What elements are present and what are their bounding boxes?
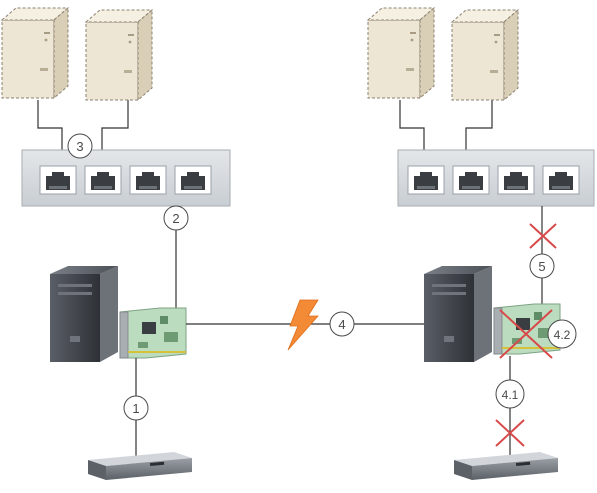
callout-3: 3: [67, 133, 93, 159]
ethernet-switch-icon: [397, 149, 595, 207]
callout-4-1: 4.1: [495, 379, 525, 409]
beige-server-tower-icon: [451, 9, 519, 101]
callout-1-label: 1: [132, 401, 139, 416]
beige-server-tower-icon: [367, 7, 435, 99]
computer-tower-icon: [424, 266, 492, 362]
callout-1: 1: [123, 395, 149, 421]
red-x-icon: [495, 419, 525, 447]
server-cable-left-2: [101, 100, 129, 168]
callout-5-label: 5: [538, 259, 545, 274]
storage-device-icon: [454, 452, 558, 480]
network-interface-card-icon: [119, 307, 187, 359]
callout-4: 4: [329, 311, 355, 337]
callout-4-label: 4: [338, 317, 345, 332]
computer-tower-icon: [50, 266, 118, 362]
red-x-icon: [499, 309, 553, 359]
callout-5: 5: [529, 253, 555, 279]
callout-3-label: 3: [76, 139, 83, 154]
callout-4-2-label: 4.2: [554, 328, 571, 342]
lightning-bolt-icon: [287, 299, 319, 351]
red-x-icon: [529, 223, 557, 249]
server-cable-right-2: [465, 100, 493, 168]
callout-4-1-label: 4.1: [502, 388, 519, 402]
callout-2: 2: [163, 205, 189, 231]
ethernet-switch-icon: [21, 149, 231, 207]
storage-device-icon: [88, 452, 192, 480]
server-cable-right-1: [399, 100, 425, 168]
beige-server-tower-icon: [1, 7, 69, 99]
beige-server-tower-icon: [85, 9, 153, 101]
server-cable-left-1: [37, 100, 63, 168]
callout-2-label: 2: [172, 211, 179, 226]
callout-4-2: 4.2: [547, 319, 577, 349]
